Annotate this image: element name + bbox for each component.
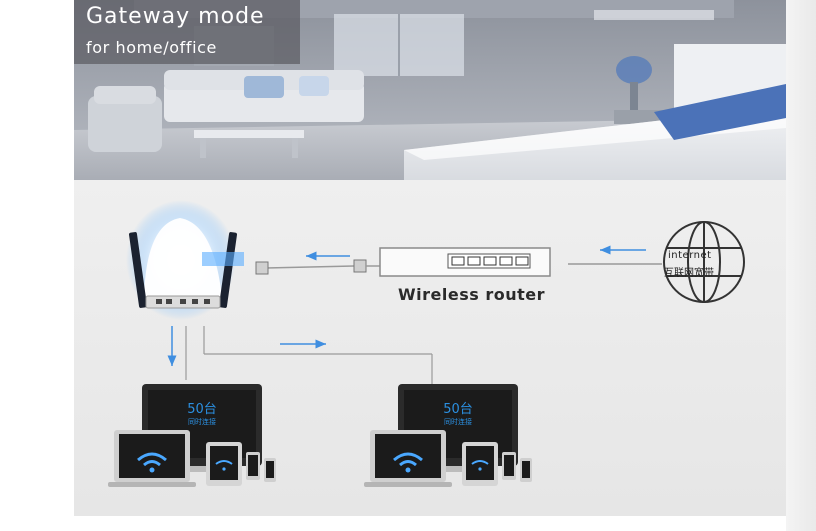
group-1-note: 同时连接 [188,418,216,426]
4g-router-icon [126,200,244,320]
group-2-screen-text: 50台 同时连接 [428,398,488,427]
banner-photo: Gateway mode for home/office [74,0,786,180]
bedroom-scene-illustration [74,0,786,180]
banner-title: Gateway mode [86,4,265,29]
device-group-1 [108,384,276,487]
group-1-screen-text: 50台 同时连接 [172,398,232,427]
banner-subtitle: for home/office [86,38,217,57]
network-diagram: Wireless router internet 互联网宽带 50台 同时连接 … [74,180,786,516]
group-1-count: 50台 [187,402,217,417]
internet-broadband-label: 互联网宽带 [664,268,714,279]
globe-icon [663,221,745,303]
ethernet-cable [255,259,380,275]
page-edge-strip [786,0,816,531]
internet-label: internet [668,250,712,261]
diagram-graphics [108,200,745,487]
wireless-router-label: Wireless router [398,285,545,304]
group-2-count: 50台 [443,402,473,417]
wireless-router-box-icon [379,247,551,277]
group-2-note: 同时连接 [444,418,472,426]
banner-title-box: Gateway mode for home/office [74,0,300,64]
device-group-2 [364,384,532,487]
